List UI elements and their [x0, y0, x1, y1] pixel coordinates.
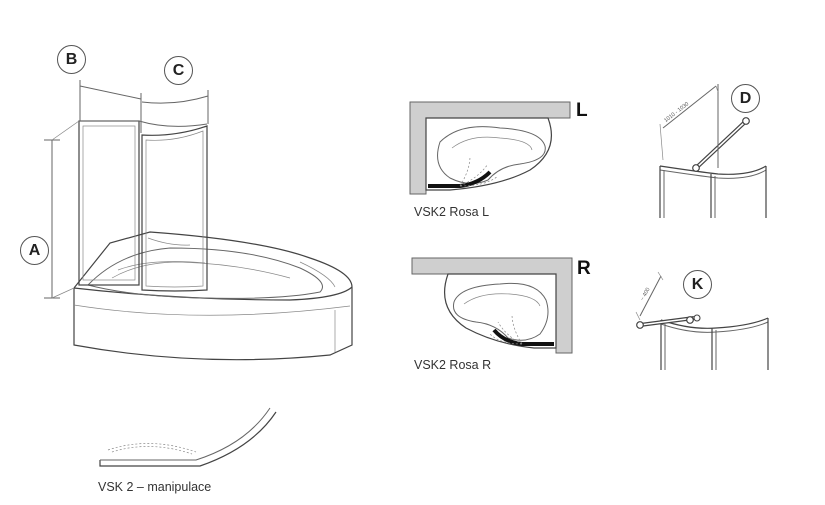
dimension-label-b: B — [57, 45, 86, 74]
detail-k-drawing — [635, 271, 769, 370]
left-orientation-letter: L — [576, 100, 588, 121]
rosa-r-plan-drawing — [411, 257, 573, 354]
caption-rosa-r: VSK2 Rosa R — [414, 358, 492, 372]
manipulace-drawing — [99, 407, 277, 467]
dimension-label-c: C — [164, 56, 193, 85]
right-orientation-letter: R — [577, 258, 591, 279]
bathtub-with-screen-drawing — [44, 80, 353, 361]
caption-manipulace: VSK 2 – manipulace — [98, 480, 212, 494]
caption-rosa-l: VSK2 Rosa L — [414, 205, 490, 219]
detail-label-k: K — [683, 270, 712, 299]
rosa-l-plan-drawing — [409, 101, 571, 195]
detail-d-drawing — [659, 84, 767, 218]
detail-label-d: D — [731, 84, 760, 113]
dimension-label-a: A — [20, 236, 49, 265]
